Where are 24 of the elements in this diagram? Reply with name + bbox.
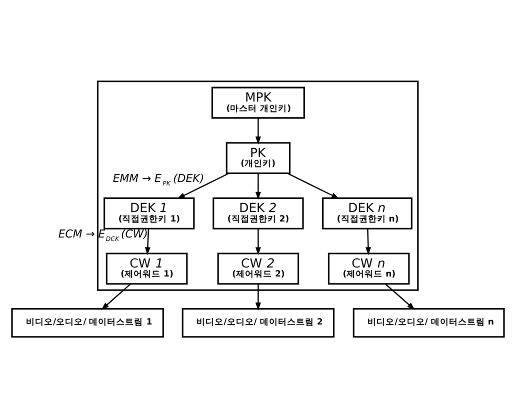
arrow bbox=[287, 172, 340, 198]
edge-label: EMM → E$_{PK}$ (DEK) bbox=[112, 171, 204, 187]
node-box: MPK (마스터 개인키) bbox=[211, 86, 305, 118]
node-box: CW 1 (제어워드 1) bbox=[106, 252, 188, 284]
arrow bbox=[385, 283, 416, 310]
arrow bbox=[255, 173, 261, 200]
cluster bbox=[96, 80, 419, 290]
arrow bbox=[365, 228, 371, 255]
node-box: DEK 1 (직접권한키 1) bbox=[104, 196, 195, 229]
node-box: PK (개인키) bbox=[226, 142, 291, 174]
node-box: 비디오/오디오/ 데이터스트림 2 bbox=[182, 308, 335, 338]
node-box: 비디오/오디오/ 데이터스트림 n bbox=[352, 308, 505, 338]
node-box: DEK 2 (직접권한키 2) bbox=[212, 196, 304, 229]
arrow bbox=[255, 118, 261, 144]
arrow bbox=[176, 172, 229, 198]
arrow bbox=[255, 284, 261, 310]
node-box: CW 2 (제어워드 2) bbox=[217, 252, 300, 284]
edge-label: ECM → E$_{DCK}$ (CW) bbox=[58, 226, 148, 242]
arrow bbox=[255, 228, 261, 255]
node-box: 비디오/오디오/ 데이터스트림 1 bbox=[11, 308, 164, 338]
arrow bbox=[144, 228, 150, 255]
node-box: DEK n (직접권한키 n) bbox=[322, 196, 412, 229]
arrow bbox=[101, 283, 131, 310]
node-box: CW n (제어워드 n) bbox=[328, 252, 410, 284]
